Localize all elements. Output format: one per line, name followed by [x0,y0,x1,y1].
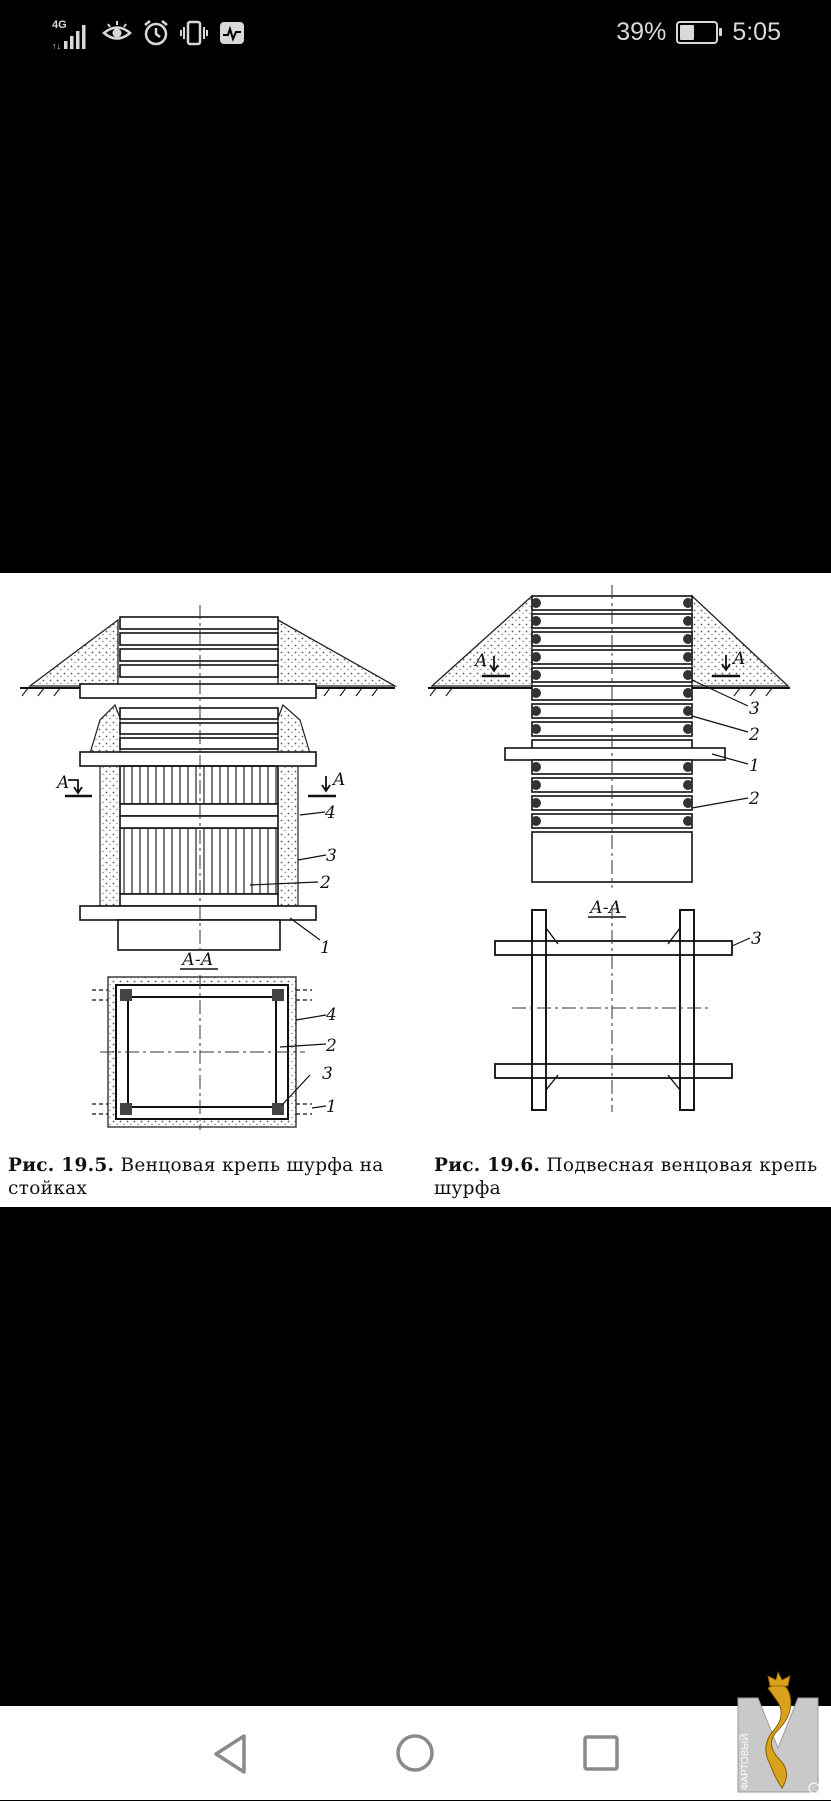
caption-line-1: Венцовая крепь шурфа на [120,1155,384,1176]
svg-text:1: 1 [749,756,760,776]
network-type: 4G [52,18,67,31]
watermark-logo: ФАРТОВЫЙ [734,1668,822,1796]
status-icons-right: 39% 5:05 [616,18,781,47]
recents-icon[interactable] [582,1734,620,1772]
figure-19-6-elevation: A A 3 2 1 2 [428,585,790,888]
svg-text:3: 3 [326,846,337,866]
signal-icon: 4G ↑↓ [52,18,92,51]
status-bar: 4G ↑↓ [0,0,831,70]
back-icon[interactable] [210,1732,250,1776]
svg-text:2: 2 [319,873,331,893]
battery-percent: 39% [616,18,667,46]
clock: 5:05 [732,18,781,46]
eye-icon [102,18,132,53]
battery-fill [680,25,694,40]
caption-line-2: шурфа [434,1178,501,1199]
svg-text:↑↓: ↑↓ [52,41,61,51]
activity-icon [218,19,246,52]
status-icons-left: 4G ↑↓ [52,18,246,53]
navigation-bar [0,1706,831,1800]
vibrate-icon [180,18,208,53]
svg-text:4: 4 [325,1005,337,1025]
caption-figure-19-6: Рис. 19.6. Подвесная венцовая крепь шурф… [434,1154,831,1200]
home-icon[interactable] [394,1732,436,1774]
figure-19-5-elevation: A A 4 3 2 1 [20,605,398,958]
figure-19-6-section: А-А 3 [494,898,762,1112]
svg-text:4: 4 [324,803,336,823]
alarm-icon [142,18,170,53]
svg-text:A: A [331,770,345,790]
image-viewer[interactable]: A A 4 3 2 1 А [0,573,831,1207]
caption-figure-19-5: Рис. 19.5. Венцовая крепь шурфа на стойк… [8,1154,403,1200]
technical-drawing: A A 4 3 2 1 А [20,585,790,1130]
battery-icon [676,21,723,44]
svg-text:2: 2 [748,725,760,745]
svg-text:А-А: А-А [589,898,622,918]
section-label: А-А [181,950,214,970]
caption-line-2: стойках [8,1178,88,1199]
svg-text:A: A [731,649,745,669]
svg-text:3: 3 [749,699,760,719]
caption-number: Рис. 19.6. [434,1155,541,1176]
watermark-text: ФАРТОВЫЙ [738,1734,751,1790]
svg-text:3: 3 [322,1064,333,1084]
svg-text:3: 3 [751,929,762,949]
svg-text:A: A [473,651,487,671]
caption-number: Рис. 19.5. [8,1155,115,1176]
svg-text:2: 2 [748,789,760,809]
svg-text:2: 2 [325,1036,337,1056]
figure-19-5-section: А-А 4 2 3 1 [92,950,337,1130]
svg-text:1: 1 [320,938,331,958]
svg-text:1: 1 [326,1097,337,1117]
caption-line-1: Подвесная венцовая крепь [546,1155,818,1176]
svg-text:A: A [55,773,69,793]
